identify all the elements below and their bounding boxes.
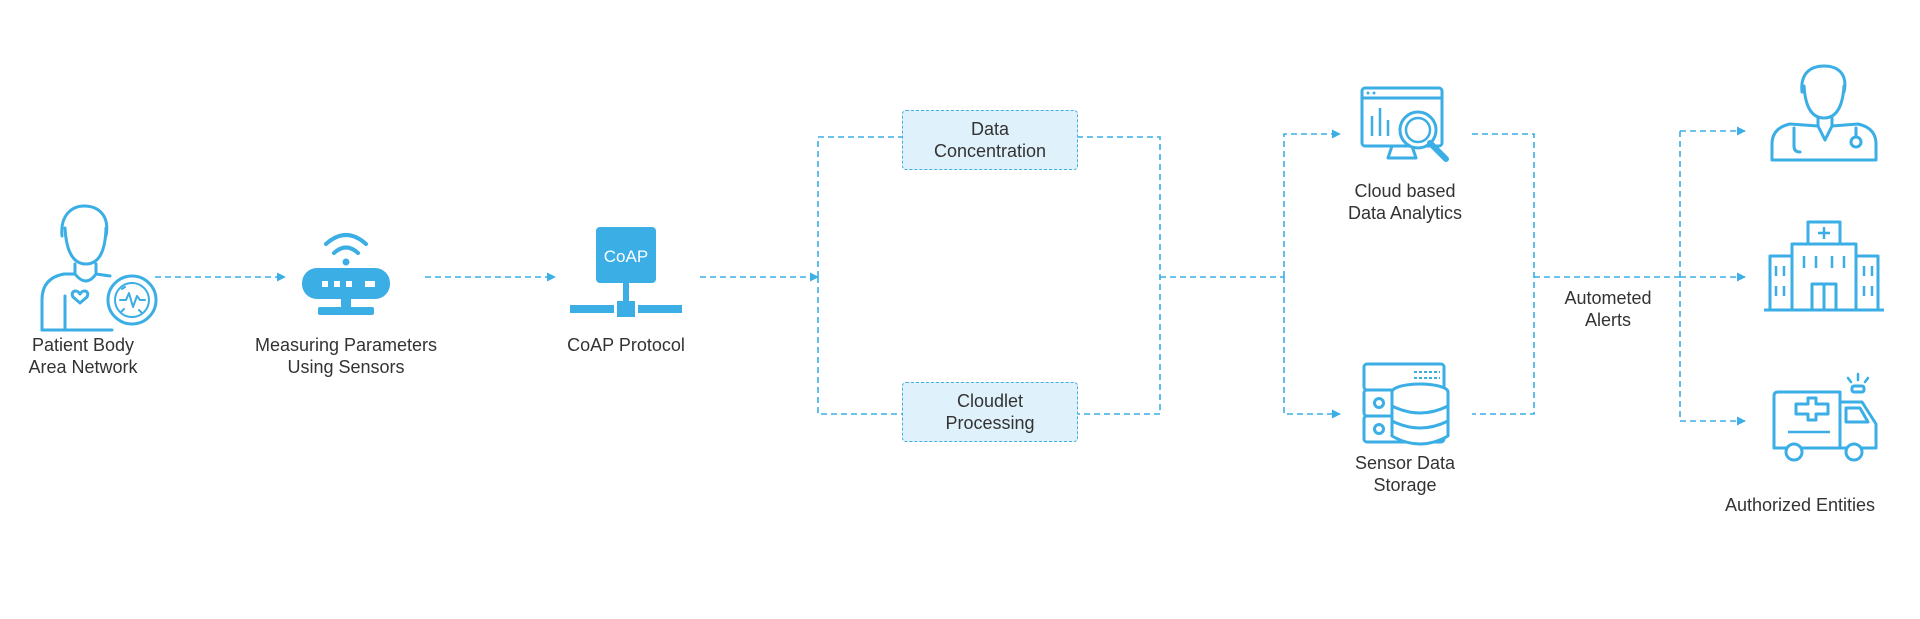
network-icon: CoAP — [570, 227, 682, 317]
svg-text:CoAP: CoAP — [604, 247, 648, 266]
patient-label-line1: Patient Body — [31, 335, 135, 355]
storage-label-line1: Sensor Data — [1354, 453, 1456, 473]
connector-concentration-merge — [1077, 136, 1161, 415]
sensors-label-line1: Measuring Parameters — [254, 335, 438, 355]
coap-label: CoAP Protocol — [567, 335, 685, 355]
analytics-monitor-icon — [1360, 86, 1449, 162]
patient-label: Patient Body Area Network — [28, 334, 138, 378]
patient-icon — [40, 204, 158, 332]
router-icon — [302, 233, 390, 315]
connector-to-storage — [1283, 277, 1341, 419]
connector-to-analytics — [1283, 129, 1341, 277]
analytics-label-line1: Cloud based — [1354, 181, 1456, 201]
entities-label: Authorized Entities — [1724, 495, 1876, 515]
connector-branch-cloudlet — [817, 277, 902, 415]
cloudlet-line1: Cloudlet — [956, 391, 1024, 411]
alerts-label-line2: Alerts — [1584, 310, 1631, 330]
database-server-icon — [1362, 362, 1450, 446]
concentration-box: Data Concentration — [902, 110, 1078, 170]
alerts-label: Autometed Alerts — [1543, 287, 1673, 331]
cloudlet-box: Cloudlet Processing — [902, 382, 1078, 442]
concentration-line2: Concentration — [933, 141, 1047, 161]
connector-analytics-alerts — [1472, 133, 1535, 415]
sensors-label: Measuring Parameters Using Sensors — [236, 334, 456, 378]
storage-label: Sensor Data Storage — [1325, 452, 1485, 496]
connector-branch-concentration — [817, 136, 902, 277]
cloudlet-line2: Processing — [945, 413, 1035, 433]
hospital-icon — [1764, 220, 1884, 312]
concentration-line1: Data — [970, 119, 1009, 139]
ambulance-icon — [1772, 372, 1878, 462]
alerts-label-line1: Autometed — [1564, 288, 1652, 308]
sensors-label-line2: Using Sensors — [287, 357, 405, 377]
doctor-icon — [1770, 64, 1878, 162]
analytics-label: Cloud based Data Analytics — [1325, 180, 1485, 224]
patient-label-line2: Area Network — [28, 357, 138, 377]
storage-label-line2: Storage — [1373, 475, 1437, 495]
connector-to-ambulance — [1679, 131, 1746, 426]
analytics-label-line2: Data Analytics — [1347, 203, 1463, 223]
